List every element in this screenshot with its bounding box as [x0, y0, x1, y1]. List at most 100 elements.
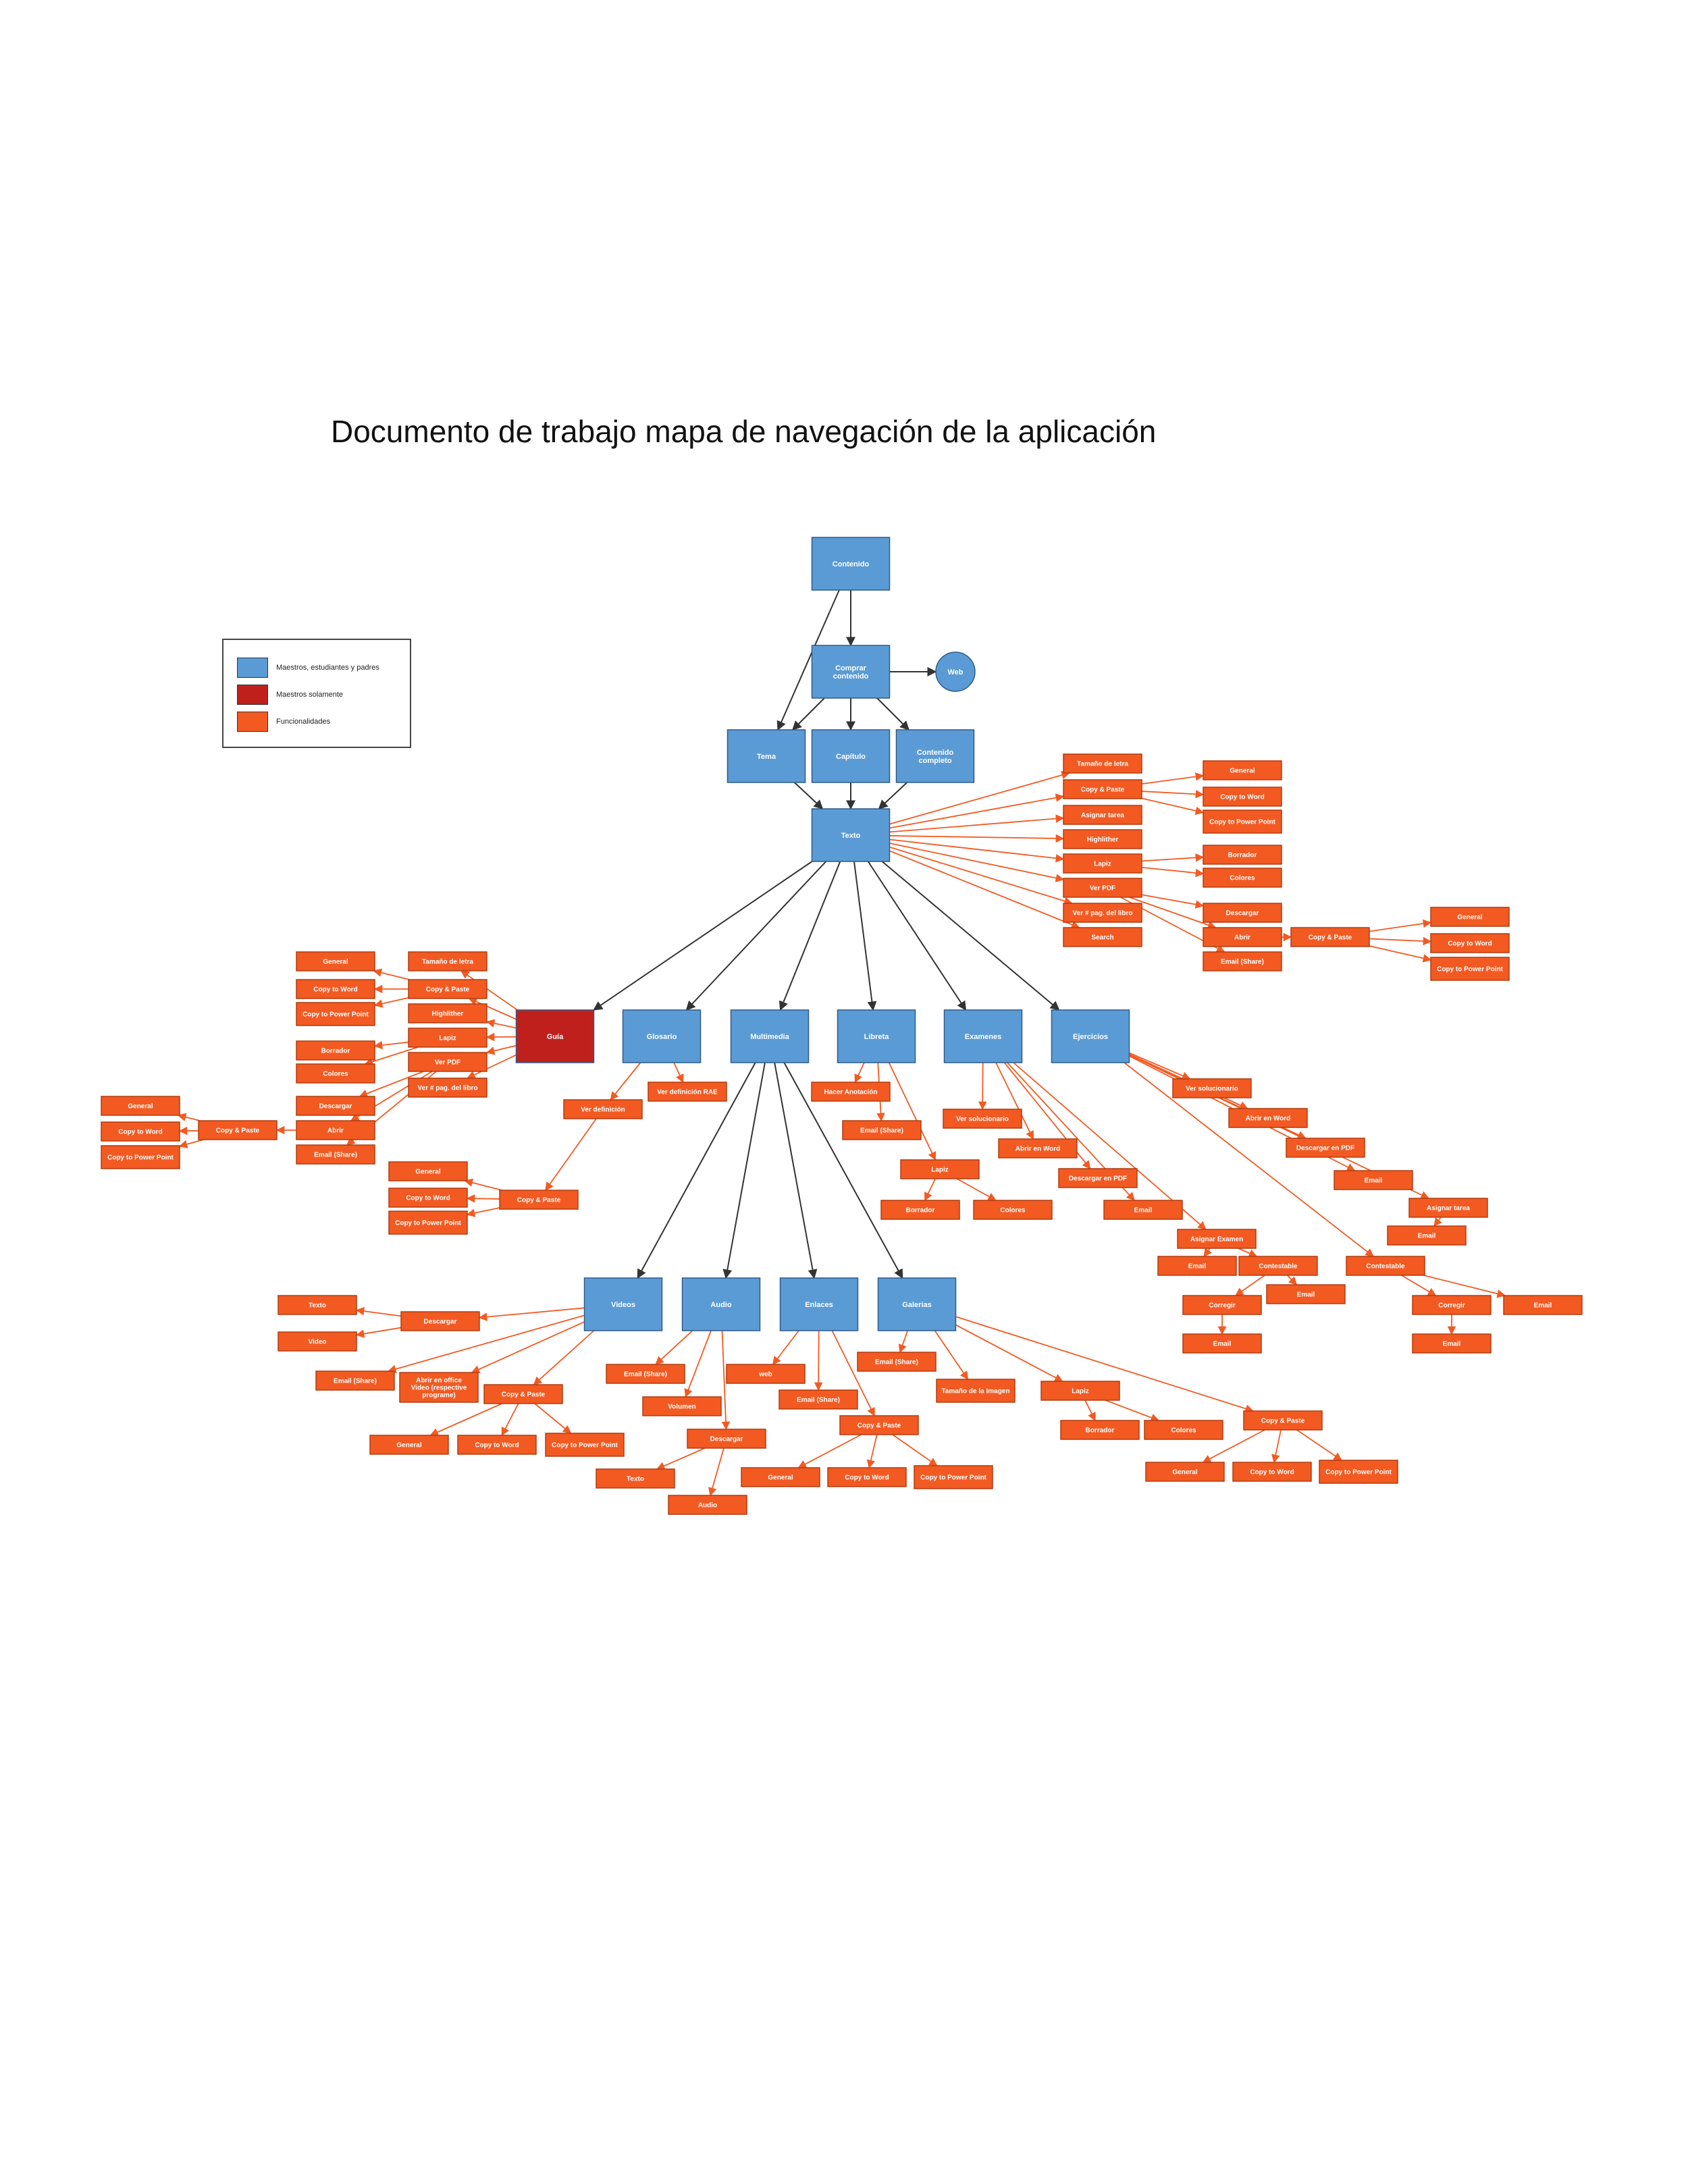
node-label: Ver definición RAE	[657, 1089, 718, 1096]
node-box	[1157, 1256, 1237, 1276]
node-box	[1063, 853, 1142, 874]
node-box	[563, 1099, 643, 1119]
edge-v_desc-to-v_texto	[355, 1306, 402, 1317]
edge-t_cp-to-t_gen	[1141, 772, 1205, 785]
edge-ejercicios-to-j_cont	[1124, 1062, 1375, 1257]
node-label: Email	[1188, 1263, 1207, 1271]
node-box	[914, 1465, 993, 1489]
edge-videos-to-v_office	[471, 1321, 585, 1374]
node-label: Contestable	[1366, 1263, 1405, 1271]
edge-j_cont-to-j_corr	[1401, 1275, 1437, 1296]
node-label: Copy & Paste	[517, 1197, 561, 1204]
node-t_lapiz: Lapiz	[1063, 853, 1142, 874]
node-box	[900, 1159, 980, 1179]
node-box	[1266, 1284, 1346, 1304]
node-box	[1346, 1256, 1425, 1276]
node-a_email: Email (Share)	[606, 1364, 685, 1384]
node-label: Email (Share)	[797, 1397, 840, 1404]
node-v_word: Copy to Word	[457, 1435, 537, 1455]
node-label: Contenido	[833, 560, 870, 568]
edge-e_cont-to-e_email3	[1287, 1275, 1298, 1285]
node-label: Asignar tarea	[1427, 1205, 1470, 1213]
node-label: Copy to Word	[1220, 794, 1264, 801]
node-g_abrir: Abrir	[296, 1120, 375, 1140]
node-label: Abrir	[1234, 934, 1250, 942]
node-label: Email (Share)	[624, 1371, 667, 1379]
node-j_pdf: Descargar en PDF	[1286, 1138, 1365, 1158]
node-ga_cp: Copy & Paste	[1243, 1410, 1323, 1431]
node-label: Highlither	[432, 1011, 464, 1018]
edge-texto-to-t_lapiz	[889, 838, 1065, 863]
node-label: Videos	[611, 1301, 635, 1309]
node-box	[779, 1277, 859, 1331]
node-v_desc: Descargar	[400, 1311, 480, 1331]
node-box	[408, 951, 487, 971]
edge-examenes-to-e_sol	[978, 1062, 987, 1111]
node-box	[296, 951, 375, 971]
edge-texto-to-t_pag	[889, 846, 1073, 905]
node-label: Email (Share)	[875, 1359, 918, 1366]
edge-galerias-to-ga_email	[898, 1330, 909, 1354]
node-en_cp: Copy & Paste	[839, 1415, 919, 1435]
node-box	[515, 1009, 595, 1063]
node-gl_def: Ver definición	[563, 1099, 643, 1119]
node-g_pag: Ver # pag. del libro	[408, 1077, 487, 1098]
node-j_asig: Asignar tarea	[1408, 1198, 1488, 1218]
edge-g_cp2-to-g_gen2	[177, 1113, 201, 1121]
node-box	[642, 1396, 722, 1416]
node-box	[857, 1352, 937, 1372]
node-box	[1232, 1462, 1312, 1482]
edge-texto-to-ejercicios	[881, 861, 1060, 1011]
node-box	[943, 1109, 1022, 1129]
node-box	[1063, 878, 1142, 898]
edge-galerias-to-ga_tam	[934, 1330, 969, 1381]
node-label: Copy to Power Point	[302, 1011, 369, 1019]
node-enlaces: Enlaces	[779, 1277, 859, 1331]
node-box	[296, 1040, 375, 1061]
node-box	[1051, 1009, 1130, 1063]
node-label: General	[1457, 914, 1482, 922]
node-box	[811, 808, 891, 862]
edge-j_asig-to-j_email2	[1433, 1217, 1442, 1227]
node-box	[1228, 1108, 1308, 1128]
node-box	[811, 1082, 891, 1102]
node-l_email: Email (Share)	[842, 1120, 922, 1140]
node-label: Email	[1134, 1207, 1153, 1215]
node-glosario: Glosario	[622, 1009, 702, 1063]
node-box	[935, 651, 976, 692]
node-box	[1063, 927, 1142, 947]
node-label: Borrador	[1086, 1427, 1115, 1435]
node-en_ppt: Copy to Power Point	[914, 1465, 993, 1489]
edge-texto-to-t_search	[889, 850, 1080, 929]
node-box	[596, 1468, 675, 1489]
node-box	[296, 1144, 375, 1165]
node-ga_tam: Tamaño de la Imagen	[936, 1379, 1016, 1403]
node-tema: Tema	[727, 729, 806, 783]
node-label: Email (Share)	[1221, 959, 1264, 966]
node-t_cp2: Copy & Paste	[1290, 927, 1370, 947]
edge-videos-to-v_cp	[533, 1330, 595, 1385]
edge-enlaces-to-en_web	[772, 1330, 799, 1365]
node-label: Tamaño de la Imagen	[942, 1388, 1010, 1395]
edge-ga_lapiz-to-ga_borr	[1084, 1400, 1096, 1422]
node-label: Copy to Power Point	[1209, 819, 1275, 826]
node-box	[1243, 1410, 1323, 1431]
edge-texto-to-glosario	[685, 861, 827, 1011]
legend-swatch-blue	[237, 658, 268, 678]
node-box	[1238, 1256, 1318, 1276]
node-label: Corregir	[1209, 1302, 1236, 1310]
node-g_ppt2: Copy to Power Point	[101, 1145, 180, 1169]
node-j_email4: Email	[1503, 1295, 1583, 1315]
edge-comprar-to-completo	[876, 697, 909, 730]
node-box	[388, 1188, 468, 1208]
node-label: Glosario	[647, 1033, 677, 1041]
node-a_texto: Texto	[596, 1468, 675, 1489]
node-t_search: Search	[1063, 927, 1142, 947]
node-box	[388, 1161, 468, 1181]
node-label: Copy to Power Point	[395, 1220, 461, 1227]
edge-multimedia-to-galerias	[783, 1062, 903, 1279]
node-box	[408, 979, 487, 999]
node-box	[296, 1063, 375, 1084]
